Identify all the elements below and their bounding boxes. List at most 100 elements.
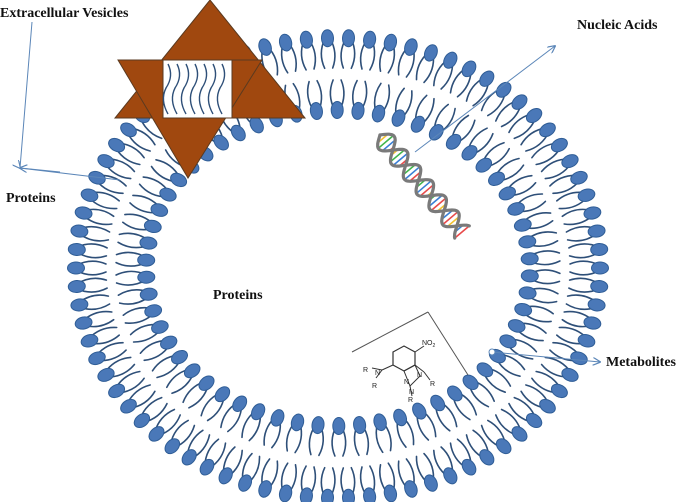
metabolites-arrow bbox=[491, 351, 600, 362]
inner-lipid-head bbox=[214, 386, 231, 403]
inner-lipid-head bbox=[391, 109, 406, 127]
nucleic-acids-label: Nucleic Acids bbox=[577, 18, 658, 33]
proteins-inner-label: Proteins bbox=[213, 288, 263, 303]
inner-lipid-head bbox=[151, 320, 169, 334]
outer-lipid-head bbox=[570, 170, 588, 185]
dna-base-pair bbox=[428, 194, 443, 208]
protein-window-tail bbox=[216, 63, 226, 115]
inner-lipid-head bbox=[498, 186, 516, 201]
membrane-protein bbox=[113, 0, 307, 179]
outer-lipid-head bbox=[587, 224, 606, 238]
inner-lipid-head bbox=[198, 375, 215, 391]
metabolite-callout-line-2 bbox=[427, 311, 469, 376]
dna-base-pair bbox=[377, 134, 394, 149]
extracellular-vesicles-label: Extracellular Vesicles bbox=[0, 6, 129, 21]
inner-lipid-head bbox=[230, 124, 246, 142]
outer-lipid-head bbox=[258, 38, 272, 56]
r-group-1: R bbox=[363, 367, 368, 374]
outer-lipid-head bbox=[495, 438, 512, 455]
outer-lipid-head bbox=[108, 383, 126, 399]
outer-lipid-head bbox=[363, 30, 377, 49]
outer-lipid-head bbox=[550, 137, 568, 153]
outer-lipid-head bbox=[461, 60, 477, 78]
outer-lipid-head bbox=[238, 474, 253, 492]
inner-lipid-head bbox=[371, 104, 386, 123]
outer-lipid-head bbox=[67, 279, 86, 294]
protein-window-tail bbox=[180, 63, 190, 115]
outer-lipid-head bbox=[320, 29, 335, 48]
inner-lipid-head bbox=[445, 133, 462, 150]
r-group-4: R bbox=[408, 397, 413, 404]
outer-lipid-head bbox=[583, 206, 602, 220]
inner-lipid-head bbox=[412, 402, 427, 420]
outer-lipid-head bbox=[133, 412, 151, 429]
inner-lipid-head bbox=[520, 252, 539, 266]
metabolite-molecule: NO2 N N N N R R R R bbox=[351, 311, 469, 404]
nitrogen-label-4: N bbox=[409, 389, 414, 396]
inner-lipid-head bbox=[514, 302, 533, 317]
dna-helix bbox=[376, 132, 471, 240]
protein-window-tail bbox=[207, 63, 217, 115]
outer-lipid-head bbox=[590, 242, 609, 257]
dna-base-pair bbox=[419, 184, 435, 197]
outer-lipid-head bbox=[148, 426, 165, 442]
inner-lipid-head bbox=[290, 413, 305, 432]
outer-lipid-head bbox=[67, 242, 86, 257]
outer-lipid-head bbox=[383, 484, 398, 502]
outer-lipid-head bbox=[363, 487, 377, 502]
dna-backbone-1 bbox=[376, 133, 461, 240]
proteins-outer-label: Proteins bbox=[6, 191, 56, 206]
outer-lipid-head bbox=[443, 467, 458, 485]
protein-window-tails bbox=[162, 63, 226, 115]
inner-lipid-head bbox=[309, 102, 323, 120]
inner-lipid-head bbox=[232, 395, 248, 412]
outer-lipid-head bbox=[218, 467, 233, 485]
nitrogen-label-3: N bbox=[375, 370, 380, 377]
outer-lipid-head bbox=[278, 33, 293, 52]
outer-lipid-head bbox=[70, 224, 89, 238]
nitrogen-label-1: N bbox=[417, 372, 422, 379]
inner-lipid-head bbox=[139, 287, 158, 301]
inner-lipid-head bbox=[170, 172, 188, 188]
outer-lipid-head bbox=[199, 458, 215, 476]
outer-lipid-head bbox=[108, 137, 126, 153]
inner-lipid-head bbox=[462, 374, 479, 390]
inner-lipid-head bbox=[507, 319, 526, 333]
inner-lipid-head bbox=[461, 145, 478, 161]
outer-lipid-head bbox=[74, 316, 93, 330]
outer-lipid-head bbox=[181, 449, 197, 466]
nitrogen-label-2: N bbox=[404, 379, 409, 386]
inner-lipid-head bbox=[476, 362, 494, 378]
outer-lipid-head bbox=[320, 488, 335, 502]
outer-lipid-head bbox=[88, 170, 106, 185]
outer-lipid-head bbox=[299, 30, 313, 49]
outer-lipid-head bbox=[495, 81, 512, 98]
dna-base-pair bbox=[392, 152, 409, 167]
outer-lipid-head bbox=[539, 398, 556, 414]
inner-lipid-head bbox=[513, 218, 532, 232]
outer-lipid-head bbox=[577, 188, 596, 202]
outer-lipid-head bbox=[479, 70, 495, 87]
inner-lipid-head bbox=[250, 403, 266, 421]
inner-lipid-head bbox=[351, 101, 365, 120]
outer-lipid-head bbox=[591, 261, 609, 275]
inner-lipid-head bbox=[507, 202, 525, 216]
outer-lipid-head bbox=[587, 298, 606, 312]
outer-lipid-head bbox=[443, 51, 458, 69]
metabolites-label: Metabolites bbox=[606, 355, 677, 370]
outer-lipid-head bbox=[120, 398, 137, 414]
inner-lipid-head bbox=[373, 413, 387, 432]
outer-lipid-head bbox=[404, 38, 418, 56]
outer-lipid-head bbox=[341, 488, 356, 502]
outer-lipid-head bbox=[511, 426, 528, 442]
inner-lipid-head bbox=[518, 235, 537, 249]
inner-lipid-head bbox=[430, 394, 446, 412]
inner-lipid-head bbox=[353, 416, 367, 434]
outer-lipid-head bbox=[341, 29, 356, 48]
outer-lipid-head bbox=[164, 438, 181, 455]
inner-lipid-head bbox=[393, 408, 408, 427]
outer-lipid-head bbox=[511, 94, 528, 110]
outer-lipid-head bbox=[461, 458, 477, 476]
outer-lipid-head bbox=[258, 480, 272, 498]
